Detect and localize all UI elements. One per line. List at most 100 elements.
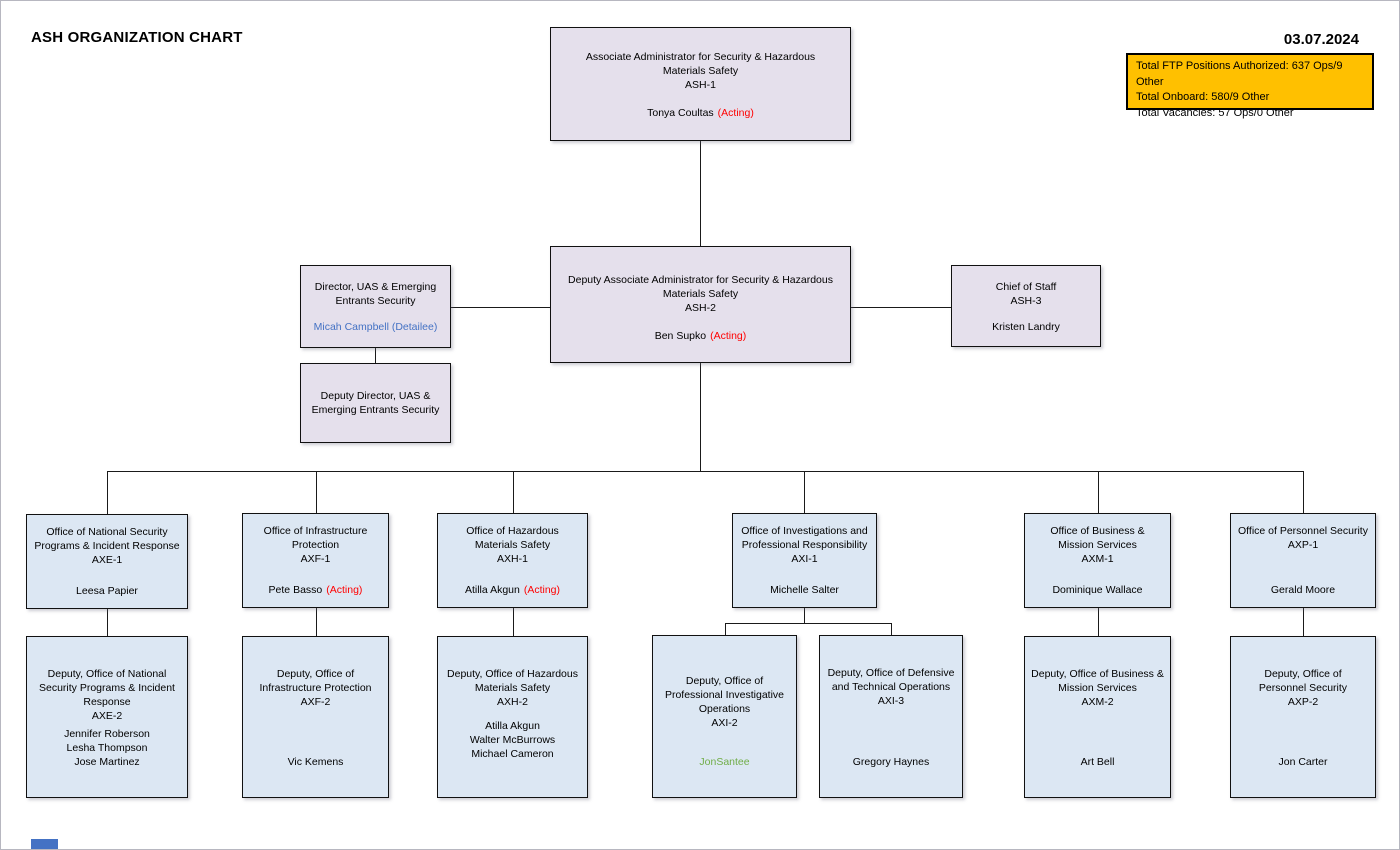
org-box-ash2: Deputy Associate Administrator for Secur… [550, 246, 851, 363]
box-title: Deputy Director, UAS & Emerging Entrants… [311, 390, 440, 416]
box-code: AXI-1 [791, 553, 818, 565]
box-code: AXI-2 [711, 717, 738, 729]
box-title: Deputy, Office of Personnel Security AXP… [1231, 667, 1375, 709]
org-box-axi1: Office of Investigations and Professiona… [732, 513, 877, 608]
box-title: Associate Administrator for Security & H… [551, 50, 850, 92]
connector-line [804, 608, 805, 624]
green-name: JonSantee [699, 756, 750, 768]
acting-status: (Acting) [326, 584, 363, 596]
box-code: AXE-1 [91, 554, 123, 566]
staffing-summary-box: Total FTP Positions Authorized: 637 Ops/… [1126, 53, 1374, 119]
box-title: Office of Infrastructure Protection AXF-… [243, 524, 388, 566]
org-box-axm2: Deputy, Office of Business & Mission Ser… [1024, 636, 1171, 798]
box-person-list: JonSantee [653, 755, 796, 797]
connector-line [804, 471, 805, 513]
box-person: Leesa Papier [76, 585, 138, 597]
org-box-axf1: Office of Infrastructure Protection AXF-… [242, 513, 389, 608]
box-title: Office of Personnel Security AXP-1 [1231, 524, 1375, 552]
connector-line [725, 623, 726, 635]
box-title: Office of Investigations and Professiona… [733, 524, 876, 566]
box-code: ASH-2 [685, 302, 716, 314]
box-person: Kristen Landry [992, 321, 1060, 333]
connector-line [1098, 471, 1099, 513]
box-title: Deputy, Office of Infrastructure Protect… [243, 667, 388, 709]
org-box-uas-deputy: Deputy Director, UAS & Emerging Entrants… [300, 363, 451, 443]
connector-line [107, 471, 108, 514]
box-code: AXP-1 [1287, 539, 1319, 551]
box-code: AXH-2 [497, 696, 528, 708]
box-person-list: Jennifer Roberson Lesha Thompson Jose Ma… [64, 728, 150, 768]
connector-line [316, 471, 317, 513]
bottom-left-blue-fragment [31, 839, 58, 849]
box-title: Deputy Associate Administrator for Secur… [551, 273, 850, 315]
box-title: Deputy, Office of Hazardous Materials Sa… [438, 667, 587, 709]
connector-line [513, 471, 514, 513]
connector-line [451, 307, 550, 308]
detailee-name: Micah Campbell (Detailee) [313, 321, 438, 333]
acting-status: (Acting) [523, 584, 561, 596]
connector-line [107, 471, 1303, 472]
connector-line [513, 608, 514, 636]
connector-line [700, 141, 701, 246]
box-title: Deputy, Office of Defensive and Technica… [820, 666, 962, 708]
box-title: Deputy, Office of Professional Investiga… [653, 674, 796, 730]
box-code: AXF-1 [300, 553, 331, 565]
org-box-axp2: Deputy, Office of Personnel Security AXP… [1230, 636, 1376, 798]
box-title: Deputy, Office of National Security Prog… [27, 667, 187, 723]
box-code: ASH-1 [685, 79, 716, 91]
summary-line: Total Onboard: 580/9 Other [1136, 91, 1270, 103]
connector-line [375, 348, 376, 363]
box-person: Ben Supko(Acting) [654, 330, 747, 342]
connector-line [851, 307, 951, 308]
box-person: Michelle Salter [770, 584, 839, 596]
connector-line [891, 623, 892, 635]
box-code: AXI-3 [877, 695, 905, 707]
box-person-list: Gregory Haynes [852, 756, 930, 768]
connector-line [700, 363, 701, 471]
page-title: ASH ORGANIZATION CHART [31, 29, 243, 46]
org-box-axe1: Office of National Security Programs & I… [26, 514, 188, 609]
connector-line [107, 609, 108, 636]
box-person-list: Vic Kemens [287, 756, 344, 768]
box-code: AXH-1 [497, 553, 528, 565]
box-title: Director, UAS & Emerging Entrants Securi… [314, 281, 437, 307]
box-person: Pete Basso(Acting) [268, 584, 363, 596]
connector-line [725, 623, 891, 624]
connector-line [1303, 471, 1304, 513]
box-person: Micah Campbell (Detailee) [301, 320, 450, 334]
box-title: Office of Hazardous Materials Safety AXH… [438, 524, 587, 566]
org-box-axi2: Deputy, Office of Professional Investiga… [652, 635, 797, 798]
box-code: AXM-1 [1081, 553, 1114, 565]
box-title: Office of National Security Programs & I… [27, 525, 187, 567]
acting-status: (Acting) [710, 330, 747, 342]
org-box-axm1: Office of Business & Mission Services AX… [1024, 513, 1171, 608]
box-person-list: Atilla Akgun Walter McBurrows Michael Ca… [469, 720, 556, 760]
box-code: AXP-2 [1287, 696, 1319, 708]
box-person: Atilla Akgun(Acting) [464, 584, 561, 596]
org-box-axp1: Office of Personnel Security AXP-1 Geral… [1230, 513, 1376, 608]
connector-line [1098, 608, 1099, 636]
org-box-axe2: Deputy, Office of National Security Prog… [26, 636, 188, 798]
box-person: Gerald Moore [1270, 584, 1336, 596]
summary-line: Total Vacancies: 57 Ops/0 Other [1136, 106, 1294, 119]
box-title: Deputy, Office of Business & Mission Ser… [1025, 667, 1170, 709]
box-title: Chief of Staff ASH-3 [952, 280, 1100, 308]
connector-line [1303, 608, 1304, 636]
summary-line: Total FTP Positions Authorized: 637 Ops/… [1136, 60, 1343, 88]
connector-line [316, 608, 317, 636]
box-code: AXM-2 [1081, 696, 1114, 708]
org-box-uas-director: Director, UAS & Emerging Entrants Securi… [300, 265, 451, 348]
box-person-list: Jon Carter [1278, 756, 1328, 768]
box-person-list: Art Bell [1080, 756, 1115, 768]
box-person: Dominique Wallace [1052, 584, 1143, 596]
box-code: ASH-3 [1010, 295, 1042, 307]
box-code: AXF-2 [300, 696, 331, 708]
box-person: Tonya Coultas(Acting) [647, 107, 754, 119]
org-box-axh2: Deputy, Office of Hazardous Materials Sa… [437, 636, 588, 798]
org-box-ash1: Associate Administrator for Security & H… [550, 27, 851, 141]
box-code: AXE-2 [91, 710, 123, 722]
acting-status: (Acting) [717, 107, 754, 119]
org-box-chief-of-staff: Chief of Staff ASH-3 Kristen Landry [951, 265, 1101, 347]
org-box-axi3: Deputy, Office of Defensive and Technica… [819, 635, 963, 798]
